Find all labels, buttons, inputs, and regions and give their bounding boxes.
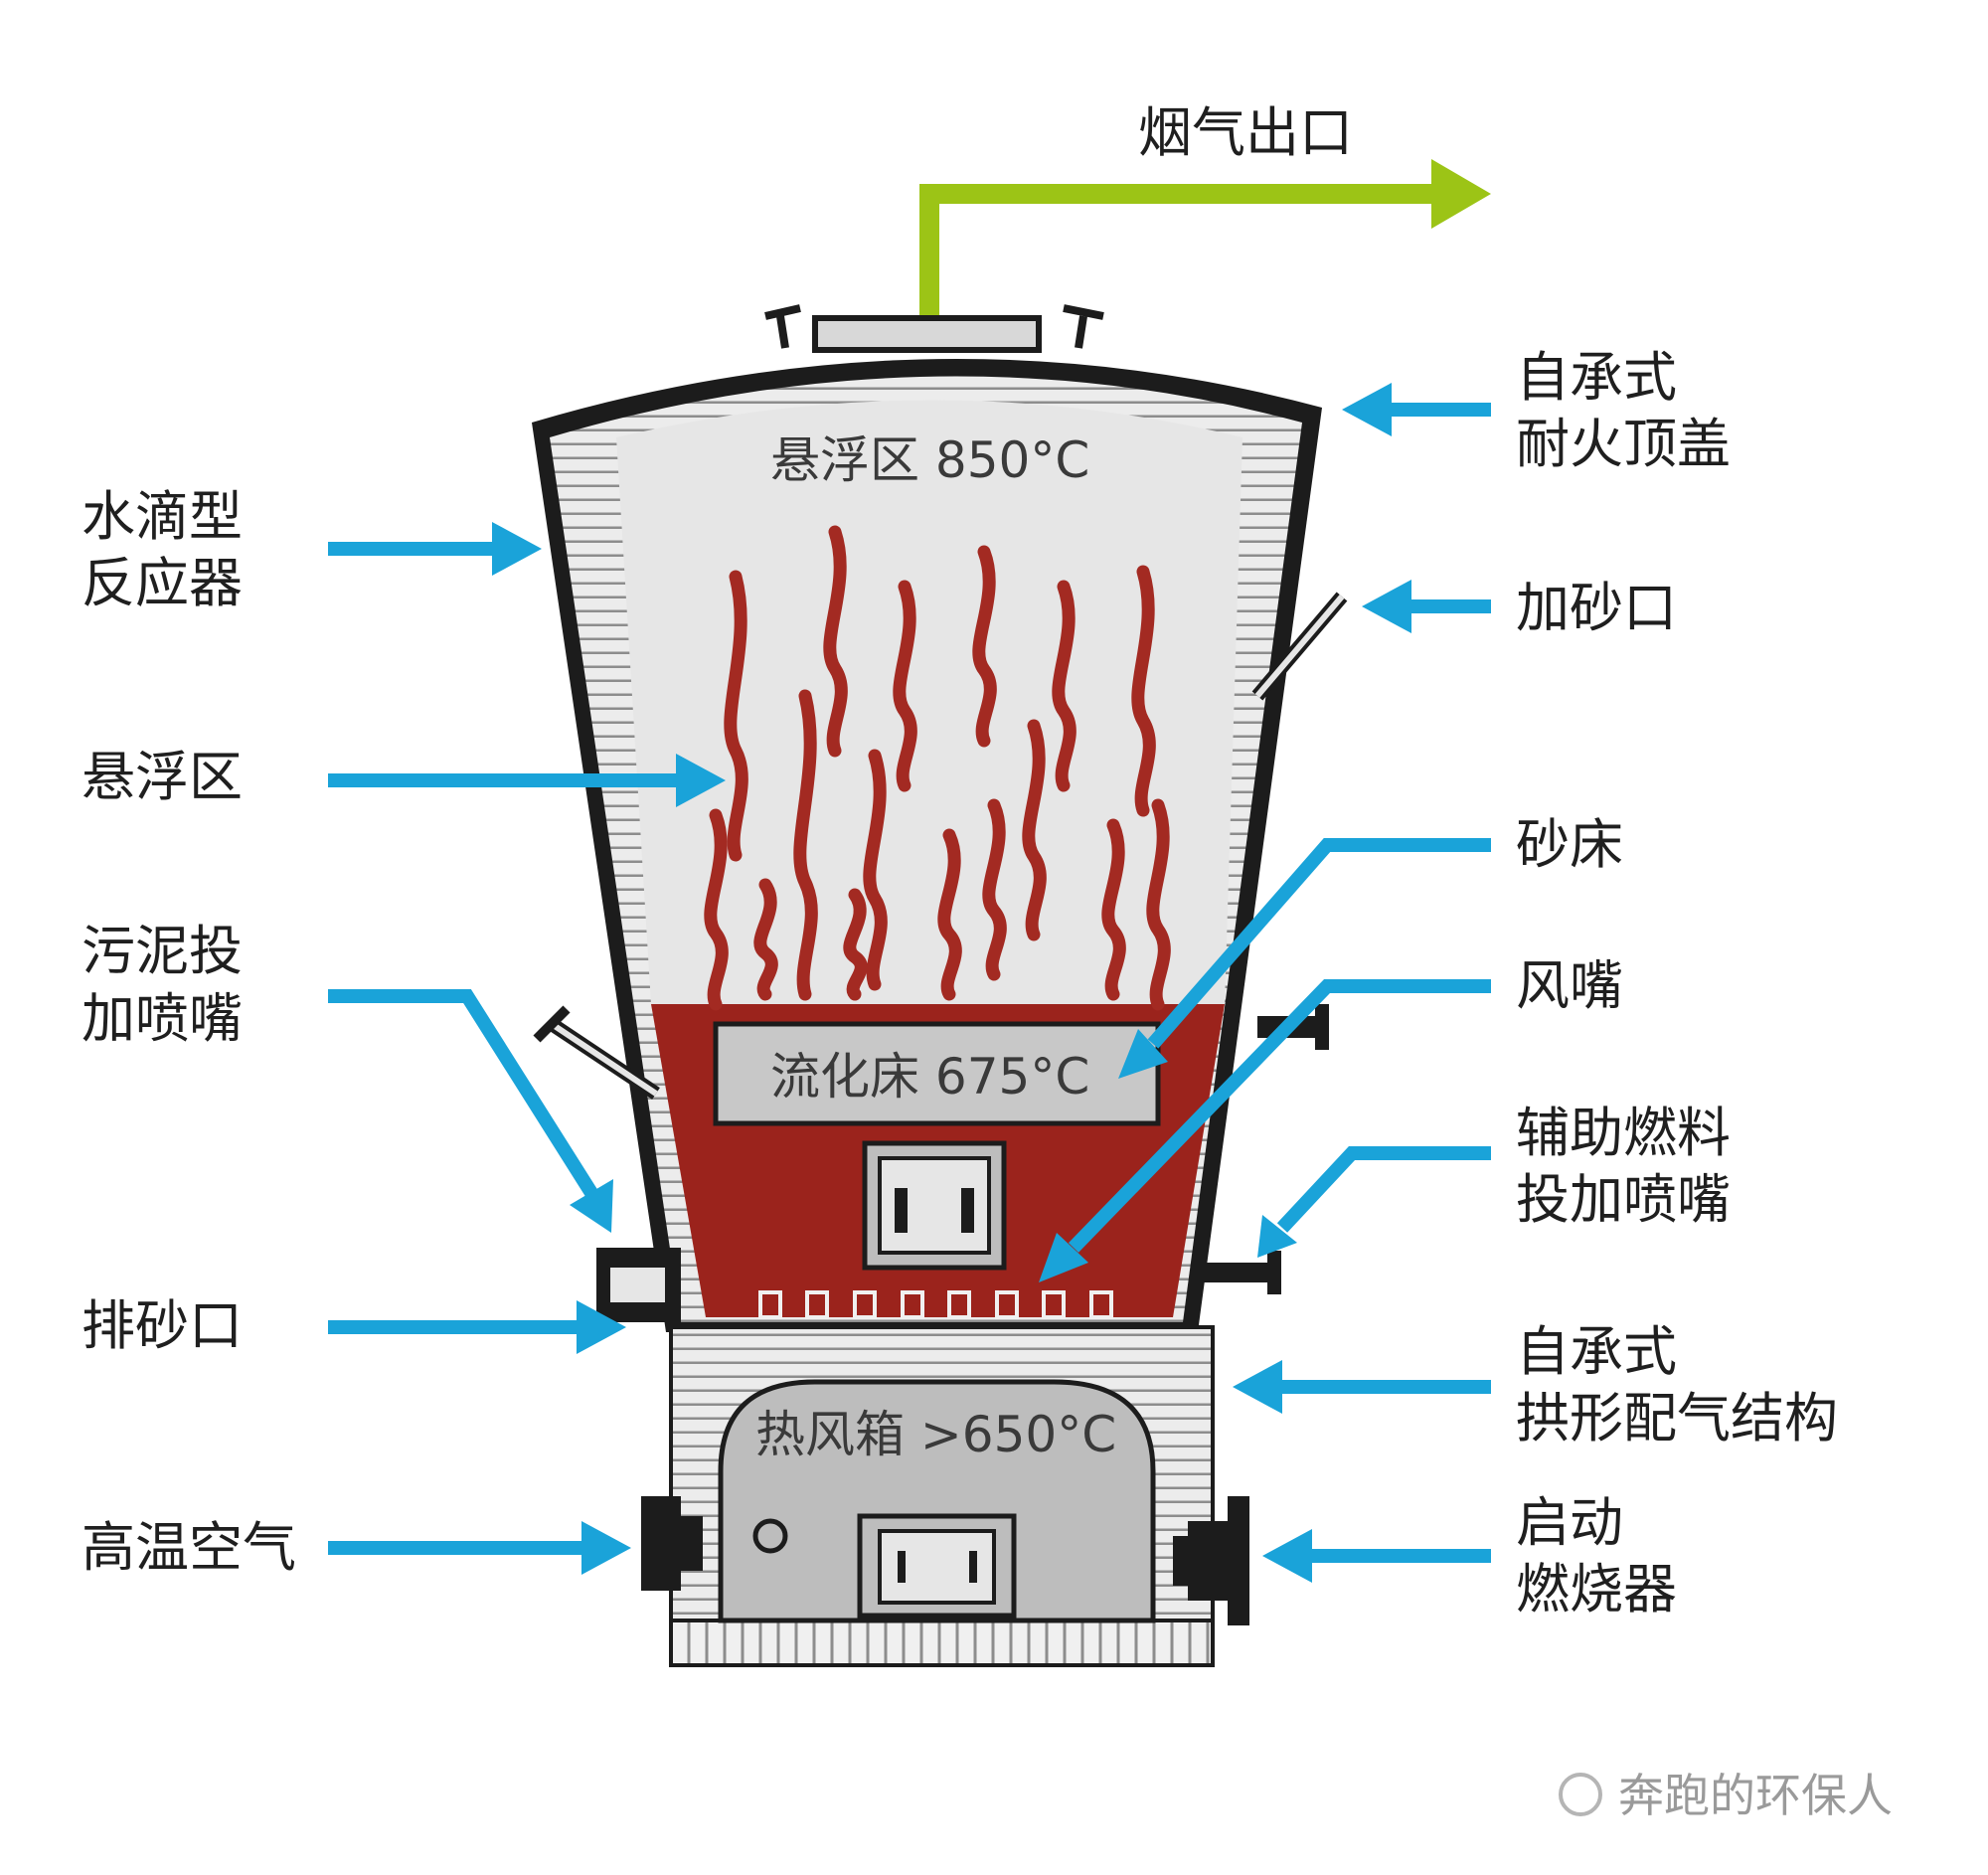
arrow-sludge-shaft — [328, 989, 597, 1197]
watermark-text: 奔跑的环保人 — [1618, 1769, 1893, 1822]
start-burner — [1173, 1496, 1249, 1625]
zone-label-windbox: 热风箱 >650°C — [755, 1406, 1116, 1463]
tuyere-nozzle — [995, 1290, 1019, 1319]
arrow-sand-bed-shaft — [1147, 838, 1491, 1049]
callout-reactor: 水滴型 反应器 — [82, 485, 542, 614]
arrow-tuyere-shaft — [1068, 979, 1491, 1253]
callout-burner: 启动 燃烧器 — [1262, 1491, 1677, 1620]
label-aux-fuel-line2: 投加喷嘴 — [1516, 1168, 1731, 1231]
label-freeboard: 悬浮区 — [82, 746, 243, 808]
flame-wisp — [982, 798, 1007, 981]
flue-gas-outlet: 烟气出口 — [919, 101, 1491, 323]
freeboard-chamber — [616, 400, 1242, 1004]
zone-label-freeboard: 悬浮区 850°C — [770, 431, 1089, 489]
top-bracket-left — [764, 304, 801, 349]
arrow-aux-fuel-head — [1257, 1215, 1297, 1258]
tuyere-nozzle — [947, 1290, 971, 1319]
flame-wisp — [704, 808, 729, 1011]
tuyere-nozzle — [758, 1290, 782, 1319]
tuyere-nozzle — [853, 1290, 877, 1319]
windbox-port — [752, 1518, 788, 1554]
tuyere-row — [758, 1290, 1113, 1319]
arrow-sludge-head — [570, 1179, 613, 1233]
flame-wisp — [793, 689, 818, 1001]
label-sand-bed: 砂床 — [1516, 813, 1623, 876]
label-reactor-line2: 反应器 — [82, 552, 243, 614]
flame-wisp — [937, 828, 962, 1001]
flame-wisp — [972, 545, 997, 748]
label-sand-outlet: 排砂口 — [82, 1294, 243, 1357]
arrow-tuyere-head — [1039, 1233, 1088, 1282]
label-arch-line1: 自承式 — [1516, 1320, 1677, 1383]
tuyere-nozzle — [901, 1290, 924, 1319]
windbox — [641, 1325, 1249, 1667]
flame-wisp — [724, 570, 748, 862]
reactor-vessel — [532, 304, 1348, 1332]
zone-label-bed: 流化床 675°C — [770, 1048, 1089, 1106]
callout-sand-outlet: 排砂口 — [82, 1294, 626, 1357]
callout-arch: 自承式 拱形配气结构 — [1233, 1320, 1838, 1449]
callout-sludge-nozzle: 污泥投 加喷嘴 — [82, 920, 613, 1233]
label-burner-line2: 燃烧器 — [1516, 1558, 1677, 1620]
flame-wisp — [1022, 719, 1047, 941]
hot-air-inlet — [641, 1496, 703, 1591]
outlet-arrow-shaft — [919, 184, 1451, 323]
label-roof-line2: 耐火顶盖 — [1516, 413, 1731, 475]
callout-freeboard: 悬浮区 — [82, 746, 726, 808]
flame-wisp — [1146, 798, 1171, 1011]
arrow-reactor-head — [492, 522, 542, 576]
windbox-door — [857, 1513, 1017, 1619]
flame-wisp — [753, 878, 778, 1001]
label-sludge-line2: 加喷嘴 — [82, 987, 243, 1050]
label-burner-line1: 启动 — [1516, 1491, 1623, 1554]
label-arch-line2: 拱形配气结构 — [1516, 1387, 1838, 1449]
callout-aux-fuel: 辅助燃料 投加喷嘴 — [1257, 1102, 1731, 1258]
bed-access-door — [862, 1140, 1007, 1271]
flame-wisp — [863, 749, 888, 991]
label-aux-fuel-line1: 辅助燃料 — [1516, 1102, 1731, 1164]
flame-wisp — [893, 580, 917, 792]
callout-hot-air: 高温空气 — [82, 1516, 631, 1579]
flame-wisp — [843, 888, 868, 1001]
arrow-aux-fuel-shaft — [1276, 1146, 1491, 1233]
arrow-sand-inlet-head — [1362, 580, 1411, 633]
flame-wisp — [1101, 818, 1126, 1001]
flame-wisp — [823, 525, 848, 758]
label-tuyere: 风嘴 — [1516, 954, 1623, 1017]
label-hot-air: 高温空气 — [82, 1516, 296, 1579]
outlet-arrow-head — [1431, 159, 1491, 229]
top-cap — [812, 315, 1042, 353]
windbox-arch — [718, 1379, 1156, 1623]
callout-roof: 自承式 耐火顶盖 — [1342, 346, 1731, 475]
windbox-base — [669, 1619, 1215, 1667]
arrow-roof-head — [1342, 383, 1392, 436]
callout-tuyere: 风嘴 — [1039, 954, 1623, 1282]
arrow-freeboard-head — [676, 754, 726, 807]
tuyere-nozzle — [1089, 1290, 1113, 1319]
label-sludge-line1: 污泥投 — [82, 920, 243, 982]
callout-sand-bed: 砂床 — [1118, 813, 1623, 1079]
arrow-hot-air-head — [581, 1521, 631, 1575]
tuyere-nozzle — [1042, 1290, 1066, 1319]
arrow-sand-bed-head — [1118, 1029, 1168, 1079]
watermark: 奔跑的环保人 — [1559, 1769, 1893, 1822]
flame-wisp — [1052, 580, 1077, 792]
flames — [704, 525, 1171, 1011]
bed-label-box — [713, 1021, 1161, 1126]
arrow-burner-head — [1262, 1529, 1312, 1583]
label-sand-inlet: 加砂口 — [1516, 577, 1677, 639]
label-reactor-line1: 水滴型 — [82, 485, 243, 548]
outlet-label: 烟气出口 — [1138, 101, 1353, 164]
arrow-sand-outlet-head — [577, 1300, 626, 1354]
label-roof-line1: 自承式 — [1516, 346, 1677, 409]
watermark-logo-icon — [1559, 1773, 1602, 1816]
arrow-arch-head — [1233, 1360, 1282, 1414]
flame-wisp — [1131, 565, 1156, 817]
aux-fuel-stub — [1203, 1263, 1277, 1282]
top-bracket-right — [1063, 304, 1104, 349]
callout-sand-inlet: 加砂口 — [1362, 577, 1677, 639]
tuyere-nozzle — [805, 1290, 829, 1319]
